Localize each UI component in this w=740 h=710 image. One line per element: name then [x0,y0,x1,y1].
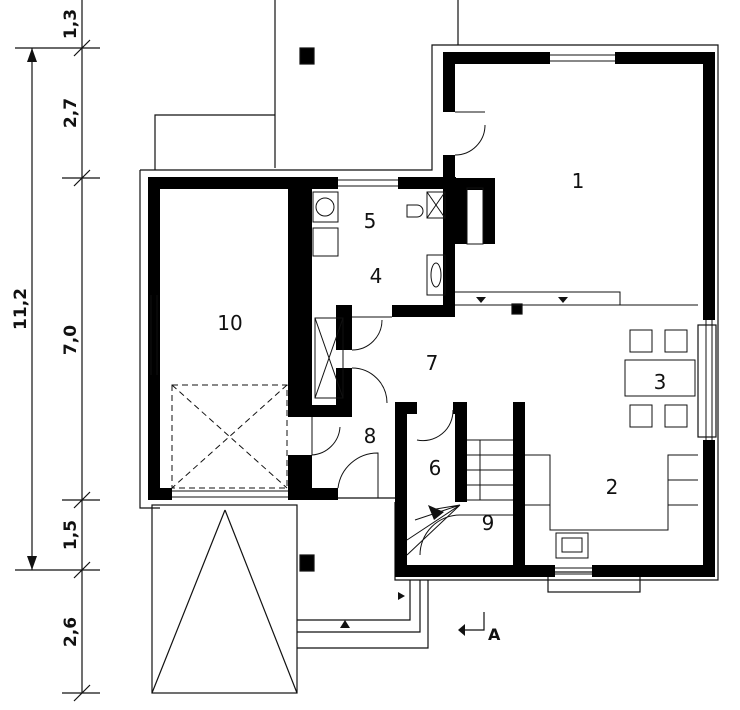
dim-label-1-5: 1,5 [61,520,81,550]
garage-hatch [171,384,288,489]
room-label-8: 8 [364,424,377,448]
section-label: A [488,625,501,644]
dim-label-total: 11,2 [11,288,31,330]
room-label-2: 2 [606,475,619,499]
dimension-labels: 1,3 2,7 7,0 1,5 2,6 11,2 [11,9,81,647]
beam-arrows [340,297,568,628]
room-label-5: 5 [364,209,377,233]
internal-outlines [150,54,713,575]
dim-label-1-3: 1,3 [61,9,81,39]
room-label-6: 6 [429,456,442,480]
context-lines [139,0,719,694]
room-label-3: 3 [654,370,667,394]
room-label-4: 4 [370,264,383,288]
dim-label-7-0: 7,0 [61,325,81,355]
room-labels: 1 2 3 4 5 6 7 8 9 10 [217,169,666,535]
section-marker: A [458,612,501,644]
room-label-10: 10 [217,311,242,335]
dim-label-2-6: 2,6 [61,617,81,647]
room-label-9: 9 [482,511,495,535]
dimension-chain [15,0,100,702]
dim-label-2-7: 2,7 [61,98,81,128]
walls [148,52,715,577]
door-swings [311,111,486,498]
room-label-7: 7 [426,351,439,375]
room-label-1: 1 [572,169,585,193]
